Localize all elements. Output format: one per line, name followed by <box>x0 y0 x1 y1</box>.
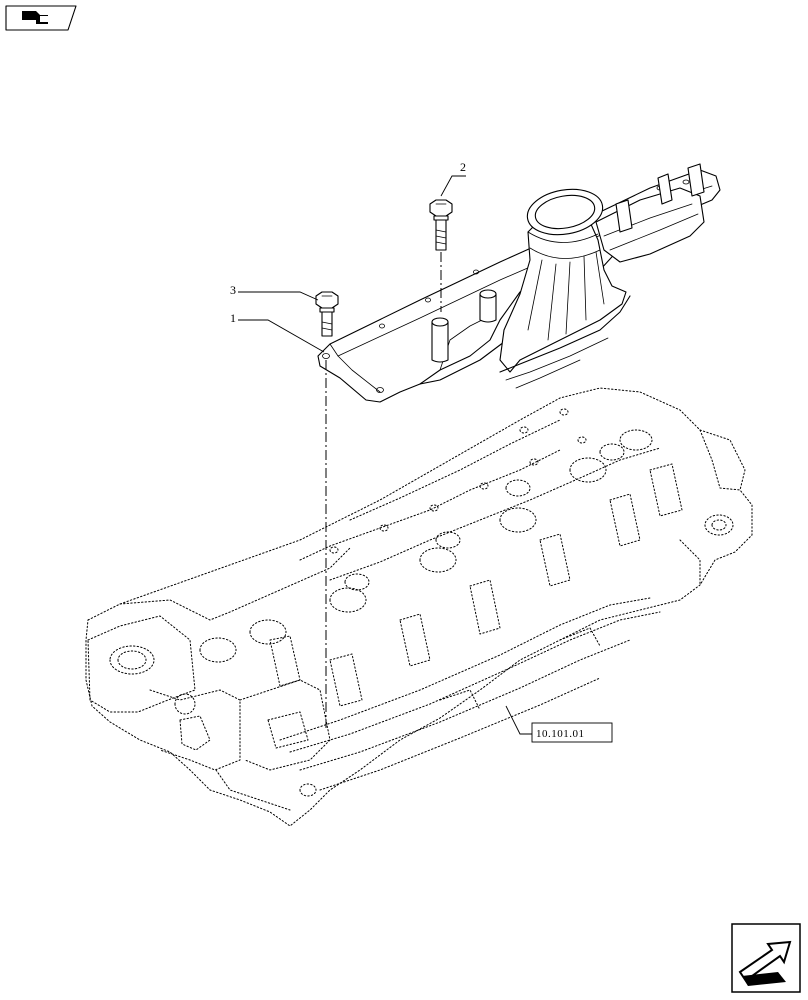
bolt-2 <box>429 199 453 251</box>
callout-1[interactable]: 1 <box>230 311 325 353</box>
callout-2[interactable]: 2 <box>440 160 466 197</box>
svg-text:3: 3 <box>230 283 236 297</box>
cylinder-head-outline <box>85 387 753 827</box>
page-indicator-icon[interactable] <box>5 5 77 31</box>
bolt-3 <box>315 291 339 337</box>
svg-text:1: 1 <box>230 311 236 325</box>
callout-3[interactable]: 3 <box>230 283 319 301</box>
svg-text:10.101.01: 10.101.01 <box>536 728 585 740</box>
intake-manifold <box>317 163 721 403</box>
reference-callout[interactable]: 10.101.01 <box>505 705 613 743</box>
svg-text:2: 2 <box>460 160 466 174</box>
next-page-arrow-icon[interactable] <box>731 923 801 993</box>
